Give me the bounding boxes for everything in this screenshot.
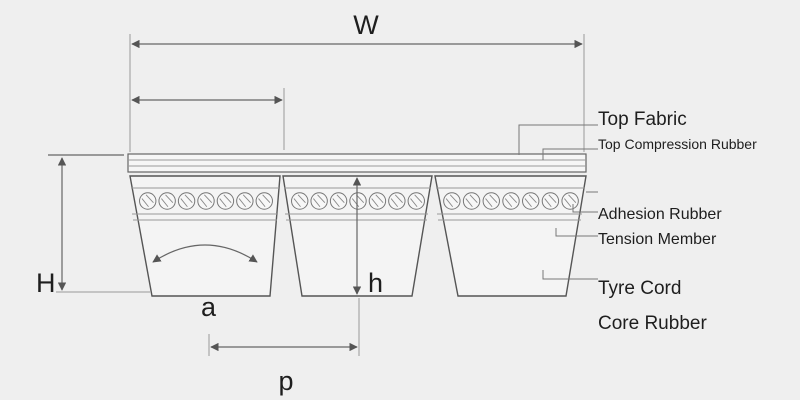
cord-twist xyxy=(564,194,577,208)
cord-strand xyxy=(139,192,157,210)
cord-strand xyxy=(407,192,425,210)
cord-strand xyxy=(158,192,176,210)
cord-twist xyxy=(445,194,458,208)
cord-twist xyxy=(258,194,271,208)
cord-strand xyxy=(329,192,348,210)
cord-twist xyxy=(504,194,518,208)
cord-strand xyxy=(216,192,235,210)
cord-twist xyxy=(465,194,478,208)
cord-twist xyxy=(141,194,154,208)
cord-strand xyxy=(482,192,500,210)
cord-twist xyxy=(161,194,174,208)
cord-strand xyxy=(255,192,273,210)
cord-strand xyxy=(291,192,309,210)
cord-strand xyxy=(368,192,387,210)
pitch-label: p xyxy=(278,366,293,396)
cord-twist xyxy=(219,194,232,208)
tyre-cord-label: Tyre Cord xyxy=(598,278,681,299)
adhesion-rubber-label: Adhesion Rubber xyxy=(598,206,722,223)
height-label: H xyxy=(36,268,56,298)
cord-strand xyxy=(349,192,367,210)
cord-twist xyxy=(293,194,306,208)
pitch-dimension: p xyxy=(208,298,360,396)
cord-strand xyxy=(462,192,481,210)
height-dimension: H xyxy=(36,157,150,298)
cord-strand xyxy=(236,192,254,210)
cord-twist xyxy=(313,194,326,208)
cord-strand xyxy=(522,192,540,210)
cord-strand xyxy=(561,192,579,210)
rib-angle-label: a xyxy=(201,292,217,322)
width-label: W xyxy=(353,10,379,40)
core-rubber-label: Core Rubber xyxy=(598,313,707,334)
cord-twist xyxy=(524,194,537,208)
cord-strand xyxy=(177,192,196,210)
belt-top-layers xyxy=(48,153,587,173)
cord-twist xyxy=(238,194,251,208)
cord-twist xyxy=(332,194,345,208)
cord-twist xyxy=(390,194,403,208)
cord-strand xyxy=(502,192,520,210)
cord-strand xyxy=(310,192,328,210)
cord-twist xyxy=(199,194,213,208)
cord-strand xyxy=(388,192,406,210)
rib-height-dimension: h xyxy=(352,177,383,298)
cord-strand xyxy=(443,192,461,210)
cord-twist xyxy=(371,194,384,208)
cord-twist xyxy=(180,194,193,208)
tension-cords xyxy=(139,192,579,210)
cord-twist xyxy=(410,194,423,208)
tension-member-label: Tension Member xyxy=(598,231,717,248)
rib-height-label: h xyxy=(368,268,383,298)
top-compression-rubber-label: Top Compression Rubber xyxy=(598,136,757,152)
rib-width-dimension xyxy=(131,88,285,150)
rib-angle-arc xyxy=(152,244,258,263)
leader-lines xyxy=(518,124,598,280)
top-fabric-label: Top Fabric xyxy=(598,109,687,130)
cord-twist xyxy=(544,194,557,208)
cord-twist xyxy=(485,194,498,208)
cord-strand xyxy=(197,192,215,210)
width-dimension: W xyxy=(129,10,585,152)
cord-strand xyxy=(541,192,560,210)
